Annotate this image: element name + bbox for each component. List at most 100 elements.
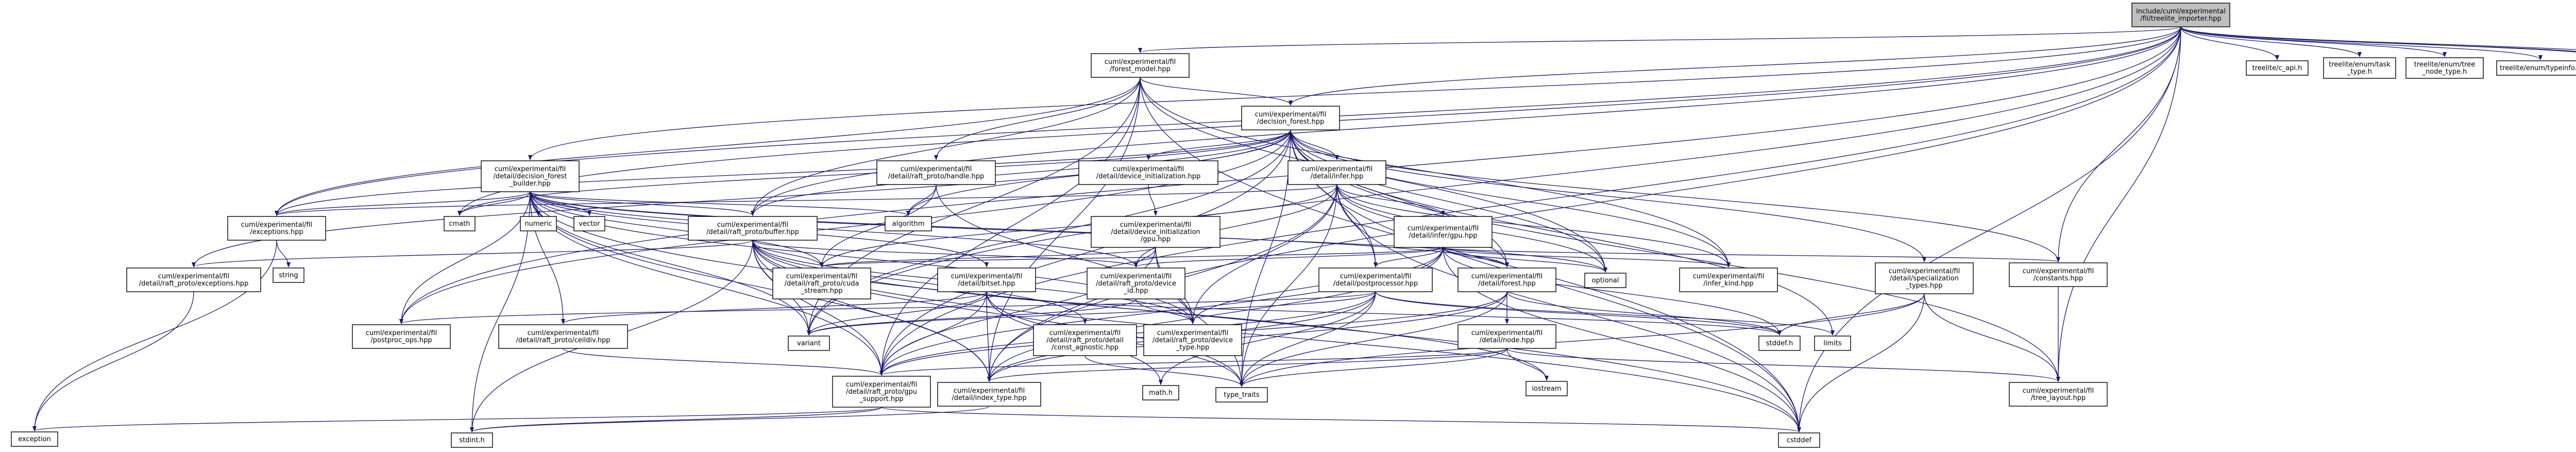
node-label-line: /detail/index_type.hpp — [952, 394, 1026, 402]
graph-node-gpu-support[interactable]: cuml/experimental/fil/detail/raft_proto/… — [832, 376, 931, 408]
dependency-edge — [1191, 184, 1337, 324]
dependency-edge — [1240, 293, 1925, 387]
graph-node-postprocessor[interactable]: cuml/experimental/fil/detail/postprocess… — [1318, 267, 1433, 292]
graph-node-postproc-ops[interactable]: cuml/experimental/fil/postproc_ops.hpp — [352, 324, 451, 349]
dependency-edge — [1240, 184, 1337, 387]
dependency-edge — [987, 348, 1507, 382]
graph-node-string[interactable]: string — [273, 267, 304, 283]
graph-node-exception[interactable]: exception — [11, 431, 58, 447]
graph-node-iostream[interactable]: iostream — [1526, 381, 1568, 396]
graph-node-math-h[interactable]: math.h — [1142, 385, 1179, 400]
graph-node-type-traits[interactable]: type_traits — [1215, 387, 1268, 403]
graph-node-tree-node-type[interactable]: treelite/enum/tree_node_type.h — [2405, 57, 2484, 79]
graph-node-tree-layout[interactable]: cuml/experimental/fil/tree_layout.hpp — [2009, 382, 2108, 407]
node-label-line: /detail/raft_proto/handle.hpp — [888, 173, 984, 180]
graph-node-device-id[interactable]: cuml/experimental/fil/detail/raft_proto/… — [1087, 267, 1185, 299]
graph-node-numeric[interactable]: numeric — [520, 216, 557, 231]
dependency-edge — [1290, 129, 1731, 267]
node-label-line: exception — [18, 436, 51, 443]
dependency-edge — [906, 184, 937, 216]
graph-node-node[interactable]: cuml/experimental/fil/detail/node.hpp — [1458, 324, 1556, 349]
graph-node-raft-handle[interactable]: cuml/experimental/fil/detail/raft_proto/… — [876, 160, 996, 185]
node-label-line: cmath — [449, 220, 470, 228]
node-label-line: cstddef — [1787, 437, 1812, 444]
dependency-edge — [987, 291, 1507, 382]
graph-node-index-type[interactable]: cuml/experimental/fil/detail/index_type.… — [937, 382, 1041, 407]
dependency-edge — [752, 240, 1549, 381]
node-label-line: stdint.h — [459, 437, 484, 444]
graph-node-device-init[interactable]: cuml/experimental/fil/detail/device_init… — [1078, 160, 1218, 185]
dependency-edge — [1336, 184, 1731, 267]
node-label-line: cuml/experimental/fil — [366, 329, 437, 337]
node-label-line: /decision_forest.hpp — [1257, 118, 1325, 126]
node-label-line: cuml/experimental/fil — [901, 165, 972, 173]
node-label-line: treelite/c_api.h — [2252, 64, 2302, 72]
graph-node-algorithm[interactable]: algorithm — [885, 216, 932, 231]
node-label-line: /detail/raft_proto/buffer.hpp — [706, 228, 799, 236]
graph-node-limits[interactable]: limits — [1814, 336, 1851, 351]
graph-node-device-init-gpu[interactable]: cuml/experimental/fil/detail/device_init… — [1091, 216, 1221, 248]
node-label-line: cuml/experimental/fil — [1113, 165, 1184, 173]
node-box — [832, 376, 931, 408]
graph-node-typeinfo[interactable]: treelite/enum/typeinfo.h — [2496, 60, 2576, 76]
node-label-line: treelite/enum/tree — [2414, 61, 2476, 69]
node-label-line: /detail/infer/gpu.hpp — [1409, 232, 1477, 240]
graph-node-specialization[interactable]: cuml/experimental/fil/detail/specializat… — [1875, 262, 1974, 294]
graph-node-c-api[interactable]: treelite/c_api.h — [2246, 60, 2309, 76]
node-label-line: _type.hpp — [1176, 344, 1209, 351]
graph-node-optional[interactable]: optional — [1584, 273, 1626, 288]
graph-node-forest-model[interactable]: cuml/experimental/fil/forest_model.hpp — [1091, 53, 1190, 78]
graph-node-device-type[interactable]: cuml/experimental/fil/detail/raft_proto/… — [1143, 324, 1242, 356]
node-box — [1758, 336, 1801, 351]
graph-node-variant[interactable]: variant — [788, 336, 830, 351]
node-label-line: /const_agnostic.hpp — [1052, 344, 1118, 351]
dependency-edge — [1140, 77, 1293, 106]
dependency-edge — [1443, 247, 1509, 267]
graph-node-constants[interactable]: cuml/experimental/fil/constants.hpp — [2009, 262, 2108, 287]
graph-node-infer-gpu[interactable]: cuml/experimental/fil/detail/infer/gpu.h… — [1394, 216, 1493, 248]
graph-node-decision-forest[interactable]: cuml/experimental/fil/decision_forest.hp… — [1241, 106, 1340, 130]
node-box — [1241, 106, 1340, 130]
node-box — [876, 160, 996, 185]
node-label-line: cuml/experimental/fil — [2023, 267, 2094, 275]
graph-node-bitset[interactable]: cuml/experimental/fil/detail/bitset.hpp — [937, 267, 1036, 292]
graph-node-task-type[interactable]: treelite/enum/task_type.h — [2323, 57, 2396, 79]
dependency-edge — [1506, 348, 1549, 381]
dependency-edge — [32, 291, 194, 431]
dependency-edge — [457, 191, 531, 216]
graph-node-infer-kind[interactable]: cuml/experimental/fil/infer_kind.hpp — [1679, 267, 1778, 292]
dependency-edge — [561, 291, 987, 324]
dependency-edge — [879, 129, 1291, 376]
graph-node-cstddef[interactable]: cstddef — [1778, 432, 1820, 448]
graph-node-exceptions[interactable]: cuml/experimental/fil/exceptions.hpp — [227, 216, 326, 241]
node-box — [1458, 267, 1556, 292]
graph-node-forest[interactable]: cuml/experimental/fil/detail/forest.hpp — [1458, 267, 1556, 292]
node-box — [11, 431, 58, 447]
node-label-line: cuml/experimental/fil — [1049, 329, 1121, 337]
dependency-edge — [1336, 184, 1801, 432]
graph-node-stddef-h[interactable]: stddef.h — [1758, 336, 1801, 351]
graph-node-dfb[interactable]: cuml/experimental/fil/detail/decision_fo… — [481, 160, 580, 192]
graph-node-infer[interactable]: cuml/experimental/fil/detail/infer.hpp — [1287, 160, 1386, 185]
edge-layer — [32, 26, 2576, 432]
dependency-edge — [192, 240, 753, 267]
graph-node-ceildiv[interactable]: cuml/experimental/fil/detail/raft_proto/… — [498, 324, 628, 349]
node-box — [1584, 273, 1626, 288]
graph-node-raft-buffer[interactable]: cuml/experimental/fil/detail/raft_proto/… — [688, 216, 818, 241]
graph-node-const-agnostic[interactable]: cuml/experimental/fil/detail/raft_proto/… — [1033, 324, 1137, 356]
node-layer: include/cuml/experimental/fil/treelite_i… — [11, 3, 2576, 448]
dependency-edge — [1084, 355, 1244, 387]
node-box — [1142, 385, 1179, 400]
graph-node-stdint-h[interactable]: stdint.h — [451, 432, 493, 448]
node-label-line: cuml/experimental/fil — [241, 221, 312, 229]
dependency-edge — [1240, 348, 1507, 387]
node-label-line: /detail/device_initialization — [1111, 228, 1200, 236]
dependency-edge — [1777, 293, 1925, 336]
graph-node-cmath[interactable]: cmath — [444, 216, 476, 231]
graph-node-cuda-stream[interactable]: cuml/experimental/fil/detail/raft_proto/… — [772, 267, 871, 299]
node-label-line: /detail/raft_proto/gpu — [846, 388, 917, 396]
node-box — [1814, 336, 1851, 351]
dependency-edge — [752, 240, 1087, 324]
graph-node-raft-exceptions[interactable]: cuml/experimental/fil/detail/raft_proto/… — [126, 267, 261, 292]
graph-node-vector[interactable]: vector — [573, 216, 605, 231]
